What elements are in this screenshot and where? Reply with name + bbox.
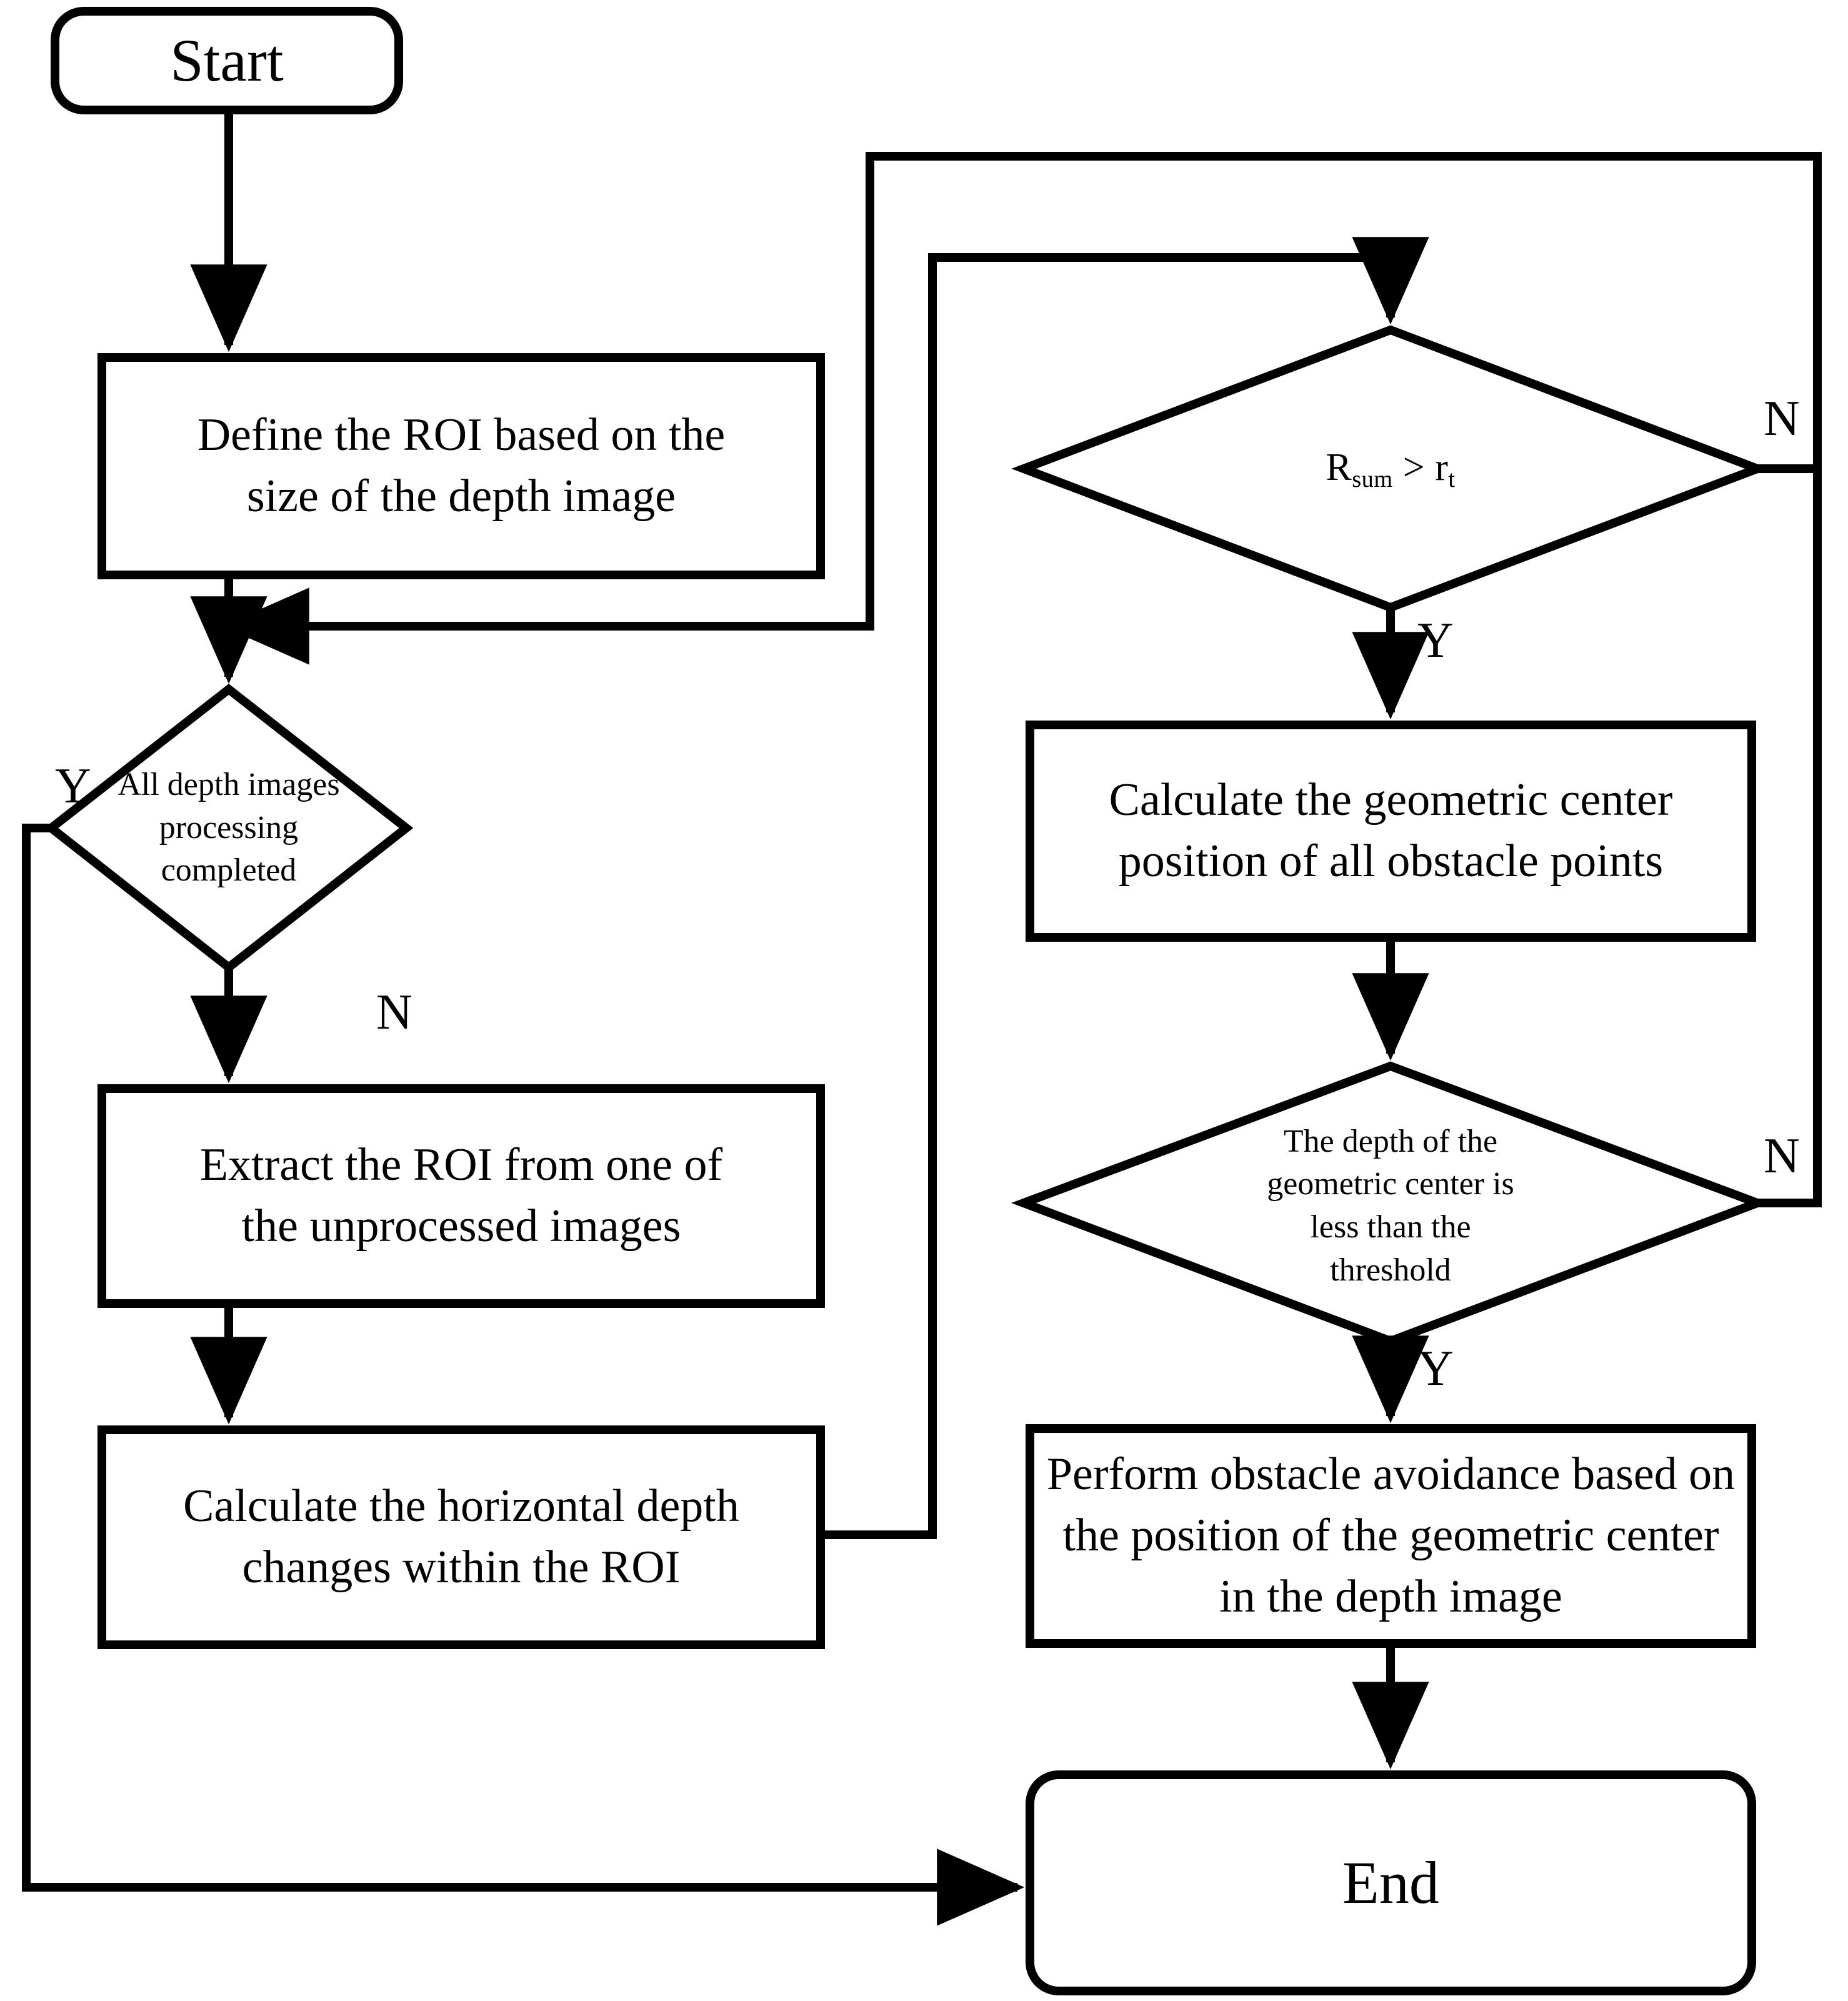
edge-rsum-no-to-all-processed — [221, 152, 1822, 665]
node-calc-depth-changes-shape — [97, 1425, 825, 1649]
node-avoidance-shape — [1026, 1424, 1756, 1648]
node-depth-threshold-shape — [1011, 1061, 1770, 1346]
edge-label-all-processed-no: N — [376, 985, 412, 1040]
node-rsum-check-shape — [1011, 325, 1770, 612]
edge-label-threshold-yes: Y — [1417, 1341, 1454, 1396]
node-define-roi-shape — [97, 353, 825, 579]
node-all-processed-shape — [44, 684, 414, 973]
edge-label-threshold-no: N — [1764, 1129, 1800, 1184]
node-calc-center-shape — [1026, 721, 1756, 942]
edge-calc-depth-changes-to-rsum — [821, 237, 1429, 1539]
node-extract-roi-shape — [97, 1084, 825, 1308]
edge-label-rsum-no: N — [1764, 391, 1800, 446]
node-start-shape — [51, 7, 403, 114]
node-end-shape — [1026, 1770, 1756, 1995]
edge-label-all-processed-yes: Y — [55, 759, 91, 814]
edge-label-rsum-yes: Y — [1417, 613, 1454, 668]
edge-all-processed-yes-to-end — [22, 824, 1025, 1926]
edge-depth-threshold-no-to-right-rail — [1757, 469, 1822, 1207]
